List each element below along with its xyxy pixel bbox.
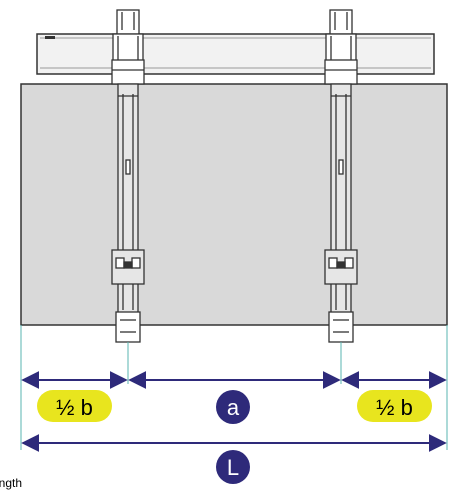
label-half-b-right-text: ½ b [376,395,413,420]
label-a-text: a [227,395,240,420]
wall-rail [36,33,435,75]
label-L: L [216,450,250,484]
extension-lines [20,325,448,450]
display-panel [20,83,448,326]
label-half-b-right: ½ b [357,390,432,422]
label-half-b-left: ½ b [37,390,112,422]
left-bracket [111,9,145,343]
dimension-lines [21,371,447,452]
right-bracket [324,9,358,343]
label-half-b-left-text: ½ b [56,395,93,420]
label-L-text: L [227,455,239,480]
caption-text: ength [0,476,23,490]
label-a: a [216,390,250,424]
